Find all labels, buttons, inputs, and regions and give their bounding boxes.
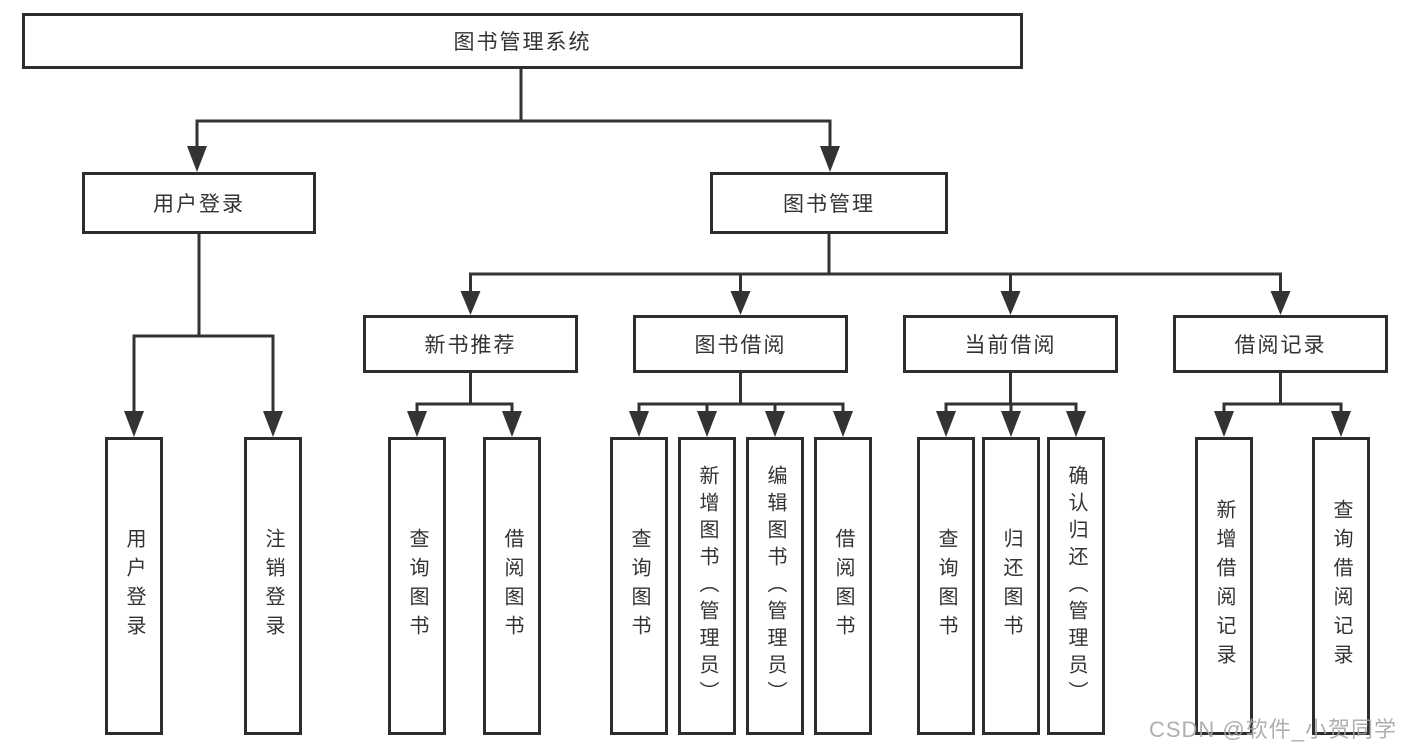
node-current-borrow: 当前借阅 (903, 315, 1118, 373)
node-book-borrow: 图书借阅 (633, 315, 848, 373)
leaf-return-book: 归还图书 (982, 437, 1040, 735)
leaf-confirm-return-admin: 确认归还（管理员） (1047, 437, 1105, 735)
csdn-watermark: CSDN @软件_小贺同学 (1148, 717, 1397, 742)
leaf-edit-book-admin: 编辑图书（管理员） (746, 437, 804, 735)
leaf-query-borrow-record: 查询借阅记录 (1312, 437, 1370, 735)
node-user-login: 用户登录 (82, 172, 316, 234)
leaf-borrow-book-recommend: 借阅图书 (483, 437, 541, 735)
leaf-add-book-admin: 新增图书（管理员） (678, 437, 736, 735)
leaf-query-book-recommend: 查询图书 (388, 437, 446, 735)
node-book-management: 图书管理 (710, 172, 948, 234)
leaf-user-login: 用户登录 (105, 437, 163, 735)
leaf-query-book-current: 查询图书 (917, 437, 975, 735)
leaf-query-book-borrow: 查询图书 (610, 437, 668, 735)
leaf-borrow-book: 借阅图书 (814, 437, 872, 735)
node-root-system: 图书管理系统 (22, 13, 1023, 69)
arrowhead-icons (124, 146, 1351, 437)
leaf-logout: 注销登录 (244, 437, 302, 735)
node-borrow-record: 借阅记录 (1173, 315, 1388, 373)
leaf-add-borrow-record: 新增借阅记录 (1195, 437, 1253, 735)
node-new-book-recommend: 新书推荐 (363, 315, 578, 373)
